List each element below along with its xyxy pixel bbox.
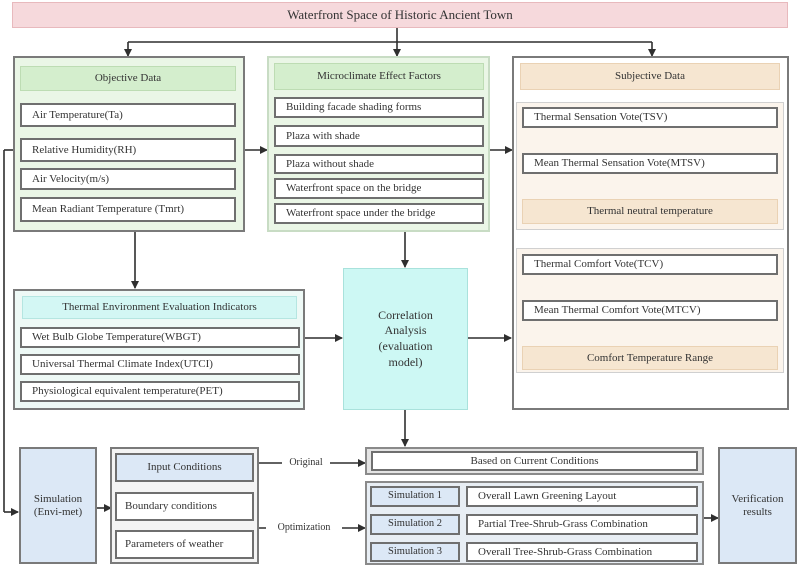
microclimate-item: Building facade shading forms <box>274 97 484 118</box>
scenario-desc-text: Overall Tree-Shrub-Grass Combination <box>478 545 653 558</box>
mtsv-text: Mean Thermal Sensation Vote(MTSV) <box>534 157 705 170</box>
diagram-title-text: Waterfront Space of Historic Ancient Tow… <box>287 6 513 22</box>
thermal-neutral-text: Thermal neutral temperature <box>587 205 713 218</box>
microclimate-header-text: Microclimate Effect Factors <box>317 70 441 83</box>
microclimate-item-text: Plaza with shade <box>286 129 360 142</box>
input-conditions-header: Input Conditions <box>115 453 254 482</box>
thermal-neutral-box: Thermal neutral temperature <box>522 199 778 224</box>
microclimate-item-text: Waterfront space on the bridge <box>286 182 422 195</box>
current-conditions-text: Based on Current Conditions <box>470 454 599 467</box>
indicator-item: Physiological equivalent temperature(PET… <box>20 381 300 402</box>
input-item-text: Boundary conditions <box>125 500 217 513</box>
microclimate-item-text: Plaza without shade <box>286 157 374 170</box>
edge-label-optimization-text: Optimization <box>277 522 331 534</box>
edge-label-optimization: Optimization <box>266 520 342 536</box>
indicators-header: Thermal Environment Evaluation Indicator… <box>22 296 297 319</box>
edge-label-original: Original <box>282 455 330 471</box>
scenario-name-text: Simulation 3 <box>388 545 442 557</box>
input-item-text: Parameters of weather <box>125 538 224 551</box>
indicators-header-text: Thermal Environment Evaluation Indicator… <box>62 301 257 314</box>
scenario-desc: Partial Tree-Shrub-Grass Combination <box>466 514 698 535</box>
microclimate-item: Waterfront space on the bridge <box>274 178 484 199</box>
verification-results-text: Verification results <box>731 492 784 518</box>
verification-results-box: Verification results <box>718 447 797 564</box>
diagram-title: Waterfront Space of Historic Ancient Tow… <box>12 2 788 28</box>
scenario-name: Simulation 1 <box>370 486 460 507</box>
input-item: Parameters of weather <box>115 530 254 559</box>
objective-item-text: Air Temperature(Ta) <box>32 108 123 121</box>
current-conditions-box: Based on Current Conditions <box>371 451 698 471</box>
mtsv-box: Mean Thermal Sensation Vote(MTSV) <box>522 153 778 174</box>
comfort-range-text: Comfort Temperature Range <box>586 351 714 364</box>
scenario-desc: Overall Tree-Shrub-Grass Combination <box>466 542 698 562</box>
microclimate-item: Plaza without shade <box>274 154 484 174</box>
objective-item-text: Relative Humidity(RH) <box>32 143 137 156</box>
subjective-header: Subjective Data <box>520 63 780 90</box>
edge-label-original-text: Original <box>289 457 323 469</box>
scenario-desc-text: Overall Lawn Greening Layout <box>478 490 617 503</box>
tsv-text: Thermal Sensation Vote(TSV) <box>534 111 668 124</box>
simulation-envimet-text: Simulation (Envi-met) <box>33 492 83 518</box>
microclimate-header: Microclimate Effect Factors <box>274 63 484 90</box>
objective-item: Air Velocity(m/s) <box>20 168 236 190</box>
indicator-item-text: Wet Bulb Globe Temperature(WBGT) <box>32 331 201 344</box>
scenario-name: Simulation 3 <box>370 542 460 562</box>
indicator-item: Wet Bulb Globe Temperature(WBGT) <box>20 327 300 348</box>
microclimate-item-text: Building facade shading forms <box>286 101 422 114</box>
microclimate-item: Plaza with shade <box>274 125 484 147</box>
simulation-envimet-box: Simulation (Envi-met) <box>19 447 97 564</box>
scenario-desc: Overall Lawn Greening Layout <box>466 486 698 507</box>
indicator-item-text: Physiological equivalent temperature(PET… <box>32 385 223 398</box>
objective-item: Mean Radiant Temperature (Tmrt) <box>20 197 236 222</box>
scenario-name-text: Simulation 2 <box>388 518 442 530</box>
indicator-item: Universal Thermal Climate Index(UTCI) <box>20 354 300 375</box>
correlation-analysis-text: Correlation Analysis (evaluation model) <box>378 307 433 369</box>
comfort-range-box: Comfort Temperature Range <box>522 346 778 370</box>
correlation-analysis-box: Correlation Analysis (evaluation model) <box>343 268 468 410</box>
objective-item: Air Temperature(Ta) <box>20 103 236 127</box>
scenario-desc-text: Partial Tree-Shrub-Grass Combination <box>478 518 648 531</box>
objective-item-text: Air Velocity(m/s) <box>32 172 110 185</box>
mtcv-text: Mean Thermal Comfort Vote(MTCV) <box>534 304 701 317</box>
objective-data-header: Objective Data <box>20 66 236 91</box>
tsv-box: Thermal Sensation Vote(TSV) <box>522 107 778 128</box>
tcv-text: Thermal Comfort Vote(TCV) <box>534 258 664 271</box>
objective-data-header-text: Objective Data <box>94 72 162 85</box>
subjective-header-text: Subjective Data <box>615 70 685 83</box>
objective-item: Relative Humidity(RH) <box>20 138 236 162</box>
indicator-item-text: Universal Thermal Climate Index(UTCI) <box>32 358 213 371</box>
microclimate-item: Waterfront space under the bridge <box>274 203 484 224</box>
mtcv-box: Mean Thermal Comfort Vote(MTCV) <box>522 300 778 321</box>
scenario-name: Simulation 2 <box>370 514 460 535</box>
input-conditions-header-text: Input Conditions <box>147 461 222 474</box>
input-item: Boundary conditions <box>115 492 254 521</box>
objective-item-text: Mean Radiant Temperature (Tmrt) <box>32 203 185 216</box>
scenario-name-text: Simulation 1 <box>388 490 442 502</box>
tcv-box: Thermal Comfort Vote(TCV) <box>522 254 778 275</box>
microclimate-item-text: Waterfront space under the bridge <box>286 207 436 220</box>
